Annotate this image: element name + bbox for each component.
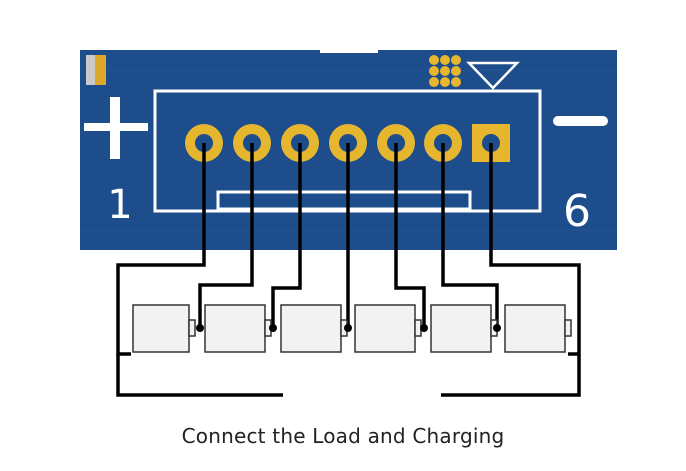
wire-2: [198, 143, 254, 328]
battery-cell-6: [504, 304, 572, 353]
test-point-cluster: [429, 55, 461, 87]
minus-icon: [553, 116, 608, 126]
board-notch: [320, 48, 378, 53]
wire-5: [394, 143, 426, 328]
triangle-icon: [466, 61, 520, 90]
battery-cell-4: [354, 304, 422, 353]
battery-pack: [132, 304, 572, 353]
connector-latch-outline: [216, 190, 472, 211]
battery-cell-1: [132, 304, 196, 353]
battery-cell-3: [280, 304, 348, 353]
positive-lead: [441, 354, 581, 397]
negative-lead: [116, 354, 283, 397]
plus-icon: [84, 97, 148, 159]
wire-7: [489, 143, 581, 356]
pin-last-label: 6: [563, 186, 591, 237]
battery-cell-2: [204, 304, 272, 353]
wire-6: [441, 143, 499, 328]
output-leads: [116, 354, 581, 397]
pin-first-label: 1: [107, 182, 132, 228]
diagram-caption: Connect the Load and Charging: [181, 424, 505, 448]
battery-cell-5: [430, 304, 498, 353]
balance-wires: [116, 143, 581, 356]
wire-1: [116, 143, 206, 356]
wire-3: [271, 143, 302, 328]
wire-junctions: [196, 324, 501, 332]
